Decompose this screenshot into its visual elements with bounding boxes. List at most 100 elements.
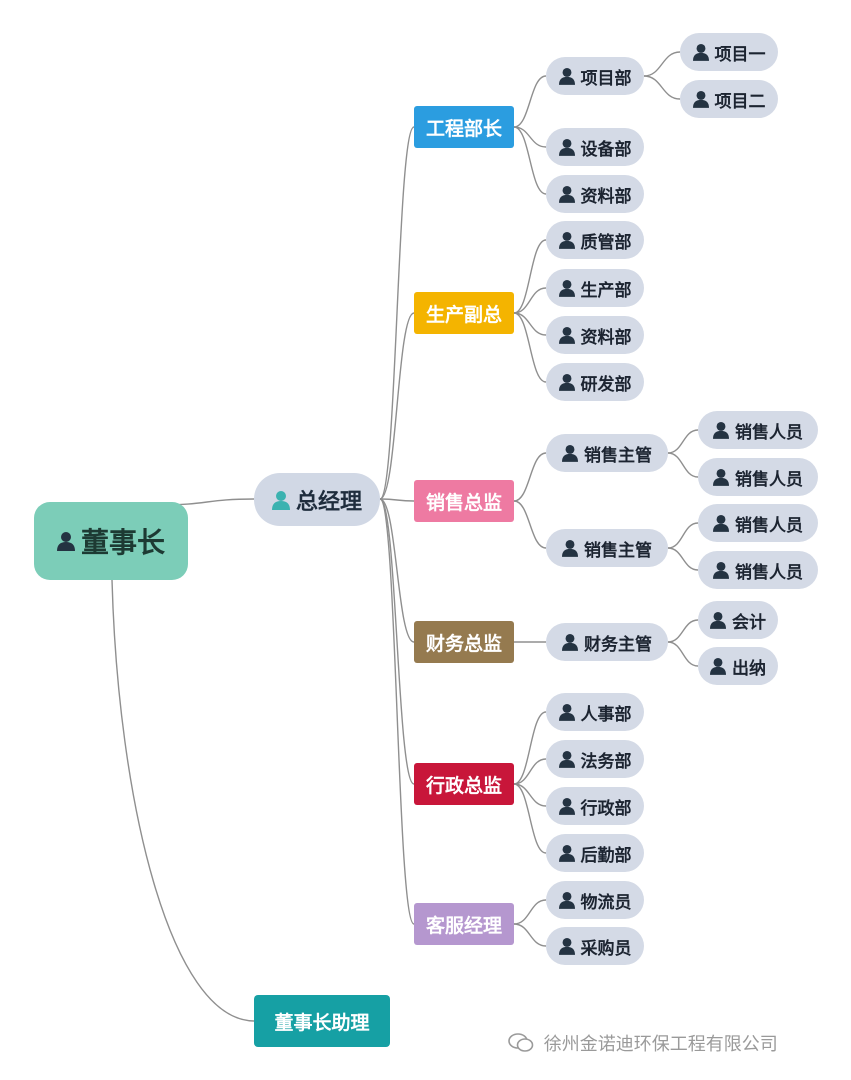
department-label: 财务总监 xyxy=(425,632,502,655)
staff-node-label: 项目一 xyxy=(714,44,766,65)
sub-to-staff-line xyxy=(643,51,681,77)
person-icon xyxy=(562,445,578,462)
sub-department-node[interactable]: 后勤部 xyxy=(546,834,644,872)
watermark-text: 徐州金诺迪环保工程有限公司 xyxy=(543,1034,778,1055)
staff-node[interactable]: 销售人员 xyxy=(698,411,818,449)
chairman-assistant-label: 董事长助理 xyxy=(274,1011,370,1034)
department-label: 行政总监 xyxy=(425,774,502,797)
staff-node-label: 销售人员 xyxy=(735,562,803,583)
department-to-sub-line xyxy=(513,312,547,383)
sub-department-node-label: 行政部 xyxy=(580,798,632,819)
staff-node[interactable]: 销售人员 xyxy=(698,551,818,589)
staff-node-label: 销售人员 xyxy=(735,422,803,443)
staff-node[interactable]: 销售人员 xyxy=(698,458,818,496)
department-label: 客服经理 xyxy=(425,914,502,937)
staff-node[interactable]: 销售人员 xyxy=(698,504,818,542)
sub-department-node[interactable]: 法务部 xyxy=(546,740,644,778)
general-manager-label: 总经理 xyxy=(295,489,362,515)
person-icon xyxy=(562,634,578,651)
person-icon xyxy=(692,91,709,108)
person-icon xyxy=(558,938,575,955)
person-icon xyxy=(558,892,575,909)
person-icon xyxy=(558,704,575,721)
department-label: 销售总监 xyxy=(425,491,502,514)
sub-department-node-label: 设备部 xyxy=(580,139,632,160)
sub-department-node-label: 资料部 xyxy=(580,327,632,348)
sub-department-node[interactable]: 物流员 xyxy=(546,881,644,919)
department-to-sub-line xyxy=(513,923,547,947)
department-to-sub-line xyxy=(513,899,547,925)
department-to-sub-line xyxy=(513,287,547,314)
sub-department-node[interactable]: 生产部 xyxy=(546,269,644,307)
sub-department-node[interactable]: 研发部 xyxy=(546,363,644,401)
staff-node-label: 销售人员 xyxy=(735,515,803,536)
staff-node-label: 销售人员 xyxy=(735,469,803,490)
department-node[interactable]: 客服经理 xyxy=(414,903,514,945)
gm-to-department-line xyxy=(379,126,415,500)
person-icon xyxy=(713,515,729,532)
sub-department-node-label: 后勤部 xyxy=(580,845,632,866)
department-node[interactable]: 销售总监 xyxy=(414,480,514,522)
department-node[interactable]: 生产副总 xyxy=(414,292,514,334)
person-icon xyxy=(692,44,709,61)
sub-department-node-label: 物流员 xyxy=(580,892,632,913)
sub-to-staff-line xyxy=(667,522,699,549)
sub-department-node[interactable]: 质管部 xyxy=(546,221,644,259)
sub-to-staff-line xyxy=(667,452,699,478)
root-to-assistant-line xyxy=(111,579,255,1022)
sub-department-node[interactable]: 行政部 xyxy=(546,787,644,825)
person-icon xyxy=(713,562,729,579)
sub-department-node[interactable]: 销售主管 xyxy=(546,434,668,472)
person-icon xyxy=(558,280,575,297)
sub-department-node[interactable]: 资料部 xyxy=(546,316,644,354)
sub-department-node[interactable]: 销售主管 xyxy=(546,529,668,567)
sub-department-node-label: 质管部 xyxy=(580,232,632,253)
sub-department-node[interactable]: 财务主管 xyxy=(546,623,668,661)
person-icon xyxy=(710,612,726,629)
department-node[interactable]: 行政总监 xyxy=(414,763,514,805)
department-to-sub-line xyxy=(513,126,547,148)
person-icon xyxy=(558,186,575,203)
gm-to-department-line xyxy=(379,498,415,643)
department-node[interactable]: 财务总监 xyxy=(414,621,514,663)
sub-department-node-label: 采购员 xyxy=(580,938,632,959)
staff-node[interactable]: 会计 xyxy=(698,601,778,639)
person-icon xyxy=(558,374,575,391)
department-to-sub-line xyxy=(513,758,547,785)
staff-node[interactable]: 出纳 xyxy=(698,647,778,685)
sub-department-node[interactable]: 资料部 xyxy=(546,175,644,213)
staff-node-label: 出纳 xyxy=(732,658,766,679)
sub-to-staff-line xyxy=(667,641,699,667)
sub-to-staff-line xyxy=(667,547,699,571)
staff-node[interactable]: 项目一 xyxy=(680,33,778,71)
chairman-assistant-node[interactable]: 董事长助理 xyxy=(254,995,390,1047)
department-to-sub-line xyxy=(513,126,547,195)
department-to-sub-line xyxy=(513,312,547,336)
sub-department-node-label: 法务部 xyxy=(580,751,632,772)
person-icon xyxy=(271,490,290,510)
sub-department-node-label: 销售主管 xyxy=(584,445,652,466)
sub-department-node[interactable]: 人事部 xyxy=(546,693,644,731)
general-manager-node[interactable]: 总经理 xyxy=(254,473,380,526)
department-node[interactable]: 工程部长 xyxy=(414,106,514,148)
sub-department-node[interactable]: 设备部 xyxy=(546,128,644,166)
department-to-sub-line xyxy=(513,783,547,854)
wechat-icon xyxy=(508,1033,534,1052)
sub-department-node-label: 项目部 xyxy=(580,68,632,89)
person-icon xyxy=(558,751,575,768)
sub-department-node[interactable]: 采购员 xyxy=(546,927,644,965)
sub-department-node[interactable]: 项目部 xyxy=(546,57,644,95)
watermark: 徐州金诺迪环保工程有限公司 xyxy=(508,1030,778,1056)
staff-node[interactable]: 项目二 xyxy=(680,80,778,118)
department-label: 工程部长 xyxy=(425,117,502,140)
sub-department-node-label: 研发部 xyxy=(580,374,632,395)
gm-to-department-line xyxy=(379,312,415,500)
sub-to-staff-line xyxy=(643,75,681,100)
chairman-label: 董事长 xyxy=(80,526,165,559)
person-icon xyxy=(558,232,575,249)
person-icon xyxy=(562,540,578,557)
department-to-sub-line xyxy=(513,75,547,128)
chairman-node[interactable]: 董事长 xyxy=(34,502,188,580)
sub-department-node-label: 财务主管 xyxy=(584,634,652,655)
person-icon xyxy=(558,845,575,862)
